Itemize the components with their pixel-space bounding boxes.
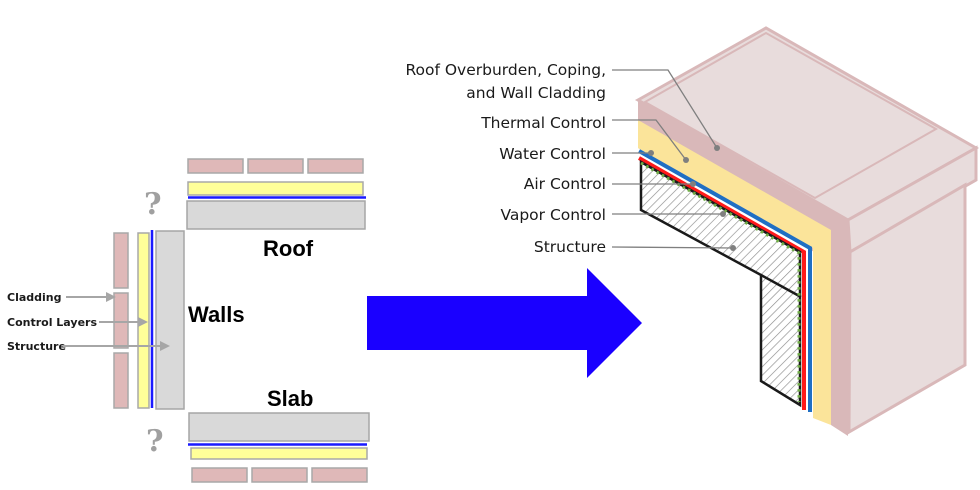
leader-line xyxy=(612,69,718,149)
leader-dot xyxy=(730,245,736,251)
coping-top-inner xyxy=(642,31,939,200)
roof-cladding-block xyxy=(187,158,244,174)
question-mark-icon: ? xyxy=(144,187,162,222)
vapor-control-layer xyxy=(640,161,801,402)
roof-cladding-block xyxy=(247,158,304,174)
roof-cladding-block xyxy=(307,158,364,174)
slab-assembly: Slab xyxy=(188,386,370,483)
walls-label: Walls xyxy=(188,302,245,327)
leader-line xyxy=(612,119,687,161)
callout-air-control: Air Control xyxy=(524,175,606,193)
slab-label: Slab xyxy=(267,386,313,411)
wall-right-face xyxy=(847,182,967,435)
leader-dot xyxy=(683,157,689,163)
wall-cladding-block xyxy=(113,292,129,349)
leader-dot xyxy=(690,181,696,187)
callout-structure: Structure xyxy=(7,340,66,353)
isometric-assembly xyxy=(634,26,980,436)
roof-assembly: Roof xyxy=(186,158,366,261)
leader-dot xyxy=(720,211,726,217)
air-control-layer xyxy=(638,156,806,410)
wall-cladding-block xyxy=(113,232,129,289)
right-callout-leaders xyxy=(611,69,736,251)
leader-dot xyxy=(648,150,654,156)
leader-line xyxy=(611,246,734,249)
callout-structure: Structure xyxy=(534,238,606,256)
wall-thermal-layer xyxy=(137,232,150,409)
callout-roof-overburden-line2: and Wall Cladding xyxy=(466,84,606,102)
right-arrow-icon xyxy=(367,268,642,378)
slab-cladding-block xyxy=(191,467,248,483)
callout-water-control: Water Control xyxy=(499,145,606,163)
wall-assembly: Walls xyxy=(113,230,245,410)
slab-structure xyxy=(188,412,370,442)
slab-thermal-layer xyxy=(190,447,368,460)
callout-control-layers: Control Layers xyxy=(7,316,97,329)
roof-thermal-layer xyxy=(187,181,364,196)
left-callouts: Cladding Control Layers Structure xyxy=(7,291,170,353)
wall-cladding-block xyxy=(113,352,129,409)
callout-cladding: Cladding xyxy=(7,291,62,304)
roof-structure xyxy=(186,200,366,230)
leader-dot xyxy=(714,145,720,151)
thermal-control-layer xyxy=(638,120,831,425)
callout-vapor-control: Vapor Control xyxy=(500,206,606,224)
slab-cladding-block xyxy=(251,467,308,483)
callout-roof-overburden: Roof Overburden, Coping, xyxy=(405,61,606,79)
water-control-layer xyxy=(638,149,812,412)
structure-inner-edge xyxy=(760,273,802,299)
roof-label: Roof xyxy=(263,236,314,261)
callout-thermal-control: Thermal Control xyxy=(480,114,606,132)
slab-cladding-block xyxy=(311,467,368,483)
question-mark-icon: ? xyxy=(146,424,164,459)
wall-structure xyxy=(155,230,185,410)
right-callouts: Roof Overburden, Coping, and Wall Claddi… xyxy=(405,61,606,256)
